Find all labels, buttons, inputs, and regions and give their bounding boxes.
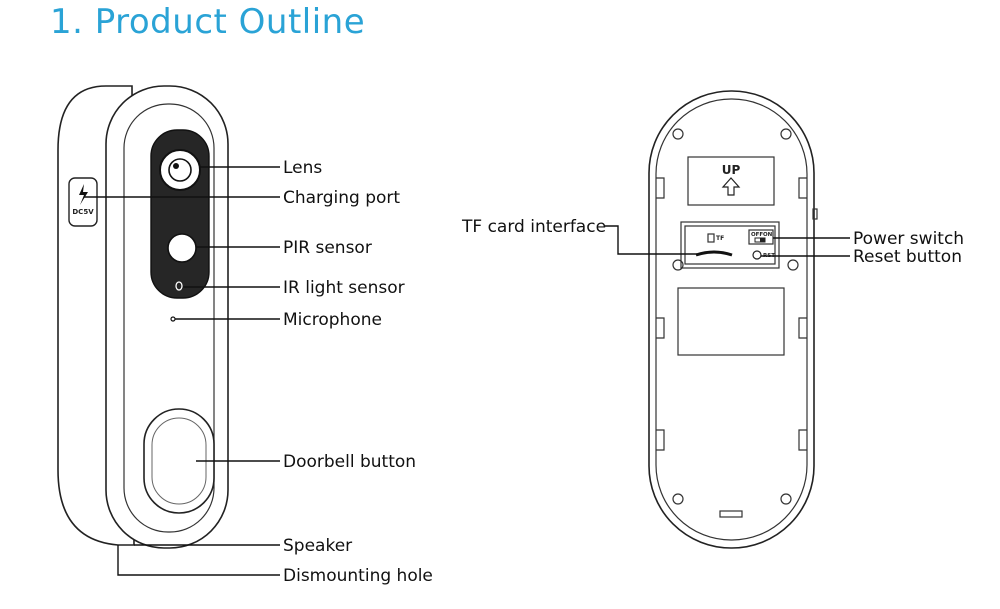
page-title: 1. Product Outline — [50, 2, 366, 42]
tf-card-icon — [707, 233, 715, 243]
label-speaker: Speaker — [283, 536, 352, 556]
front-view: DC5V Lens Charging port PIR sensor IR li… — [57, 85, 433, 586]
screw-holes — [672, 128, 799, 505]
label-power-switch: Power switch — [853, 229, 964, 249]
back-view: UP TF OFF ON RST TF card interface Power… — [461, 90, 964, 549]
power-switch-box — [748, 229, 774, 245]
label-lens: Lens — [283, 158, 322, 178]
lens-inner — [168, 158, 192, 182]
up-marking: UP — [722, 163, 741, 177]
back-side-nub — [812, 208, 818, 220]
bottom-slot — [719, 510, 743, 518]
dc5v-marking: DC5V — [72, 208, 94, 216]
pir-sensor-icon — [167, 233, 197, 263]
label-doorbell-button: Doorbell button — [283, 452, 416, 472]
control-compartment — [680, 221, 780, 269]
battery-panel — [677, 287, 785, 356]
leader-dismounting-hole — [117, 545, 280, 576]
up-panel — [687, 156, 775, 206]
off-marking: OFF — [751, 232, 763, 238]
label-pir-sensor: PIR sensor — [283, 238, 372, 258]
on-marking: ON — [763, 232, 773, 238]
power-switch-knob — [760, 238, 765, 242]
back-housing-inner — [655, 98, 808, 541]
label-ir-light-sensor: IR light sensor — [283, 278, 405, 298]
control-compartment-inner — [684, 225, 776, 265]
side-clips — [656, 177, 807, 451]
label-charging-port: Charging port — [283, 188, 400, 208]
front-inner-panel — [123, 103, 215, 533]
label-tf-card-interface: TF card interface — [461, 217, 606, 237]
tf-marking: TF — [716, 235, 724, 242]
back-housing — [648, 90, 815, 549]
leader-tf-card-interface — [605, 225, 697, 255]
up-arrow-icon — [721, 177, 741, 196]
ir-light-sensor-icon — [175, 281, 183, 291]
label-reset-button: Reset button — [853, 247, 962, 267]
lightning-icon — [79, 184, 88, 205]
reset-button — [752, 250, 762, 260]
charging-port-cover — [68, 177, 98, 227]
lens-highlight — [173, 163, 179, 169]
label-dismounting-hole: Dismounting hole — [283, 566, 433, 586]
label-microphone: Microphone — [283, 310, 382, 330]
tf-card-slot — [695, 250, 733, 257]
